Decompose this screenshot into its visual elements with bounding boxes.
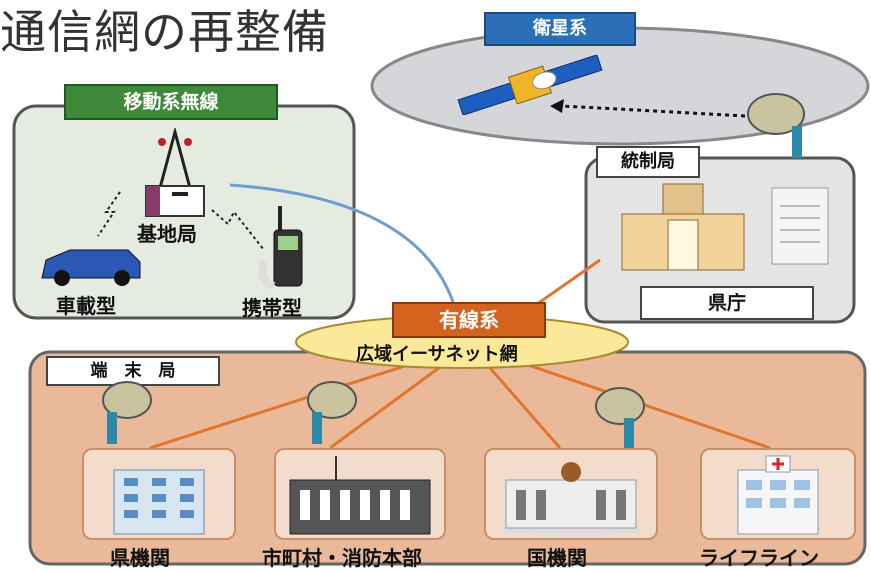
radio-tower-icon — [145, 128, 205, 217]
uplink-arrow — [550, 99, 746, 118]
satellite-icon — [457, 55, 603, 115]
prefecture-agency-building-icon — [113, 469, 205, 535]
page-title: 通信網の再整備 — [0, 5, 329, 59]
handheld-radio-icon — [211, 206, 303, 290]
terminal-card-3 — [484, 448, 658, 540]
terminal-dish-3-icon — [595, 387, 645, 450]
mobile-tag: 移動系無線 — [64, 84, 278, 120]
network-label: 広域イーサネット網 — [356, 344, 518, 365]
hospital-building-icon — [737, 455, 819, 535]
document-icon — [771, 187, 829, 265]
base-station-label: 基地局 — [137, 222, 197, 246]
control-tag: 統制局 — [596, 146, 700, 178]
office-tag: 県庁 — [640, 286, 814, 320]
wired-tag: 有線系 — [392, 302, 546, 338]
satellite-dish-icon — [747, 93, 805, 158]
terminal-card-1 — [82, 448, 236, 540]
satellite-tag: 衛星系 — [484, 12, 636, 46]
terminal-card-4 — [700, 448, 856, 540]
terminal-label-1: 県機関 — [110, 546, 170, 570]
national-agency-building-icon — [501, 462, 641, 536]
prefectural-office-building-icon — [621, 183, 745, 271]
terminal-card-2 — [274, 448, 446, 540]
car-icon — [41, 191, 141, 286]
terminal-label-4: ライフライン — [699, 546, 819, 570]
city-hall-building-icon — [289, 456, 431, 535]
terminal-dish-1-icon — [102, 381, 152, 444]
terminal-label-3: 国機関 — [527, 546, 587, 570]
vehicle-label: 車載型 — [56, 294, 116, 318]
wireless-link — [229, 183, 462, 331]
terminal-dish-2-icon — [307, 381, 357, 444]
terminal-label-2: 市町村・消防本部 — [262, 546, 422, 570]
handheld-label: 携帯型 — [242, 296, 302, 320]
